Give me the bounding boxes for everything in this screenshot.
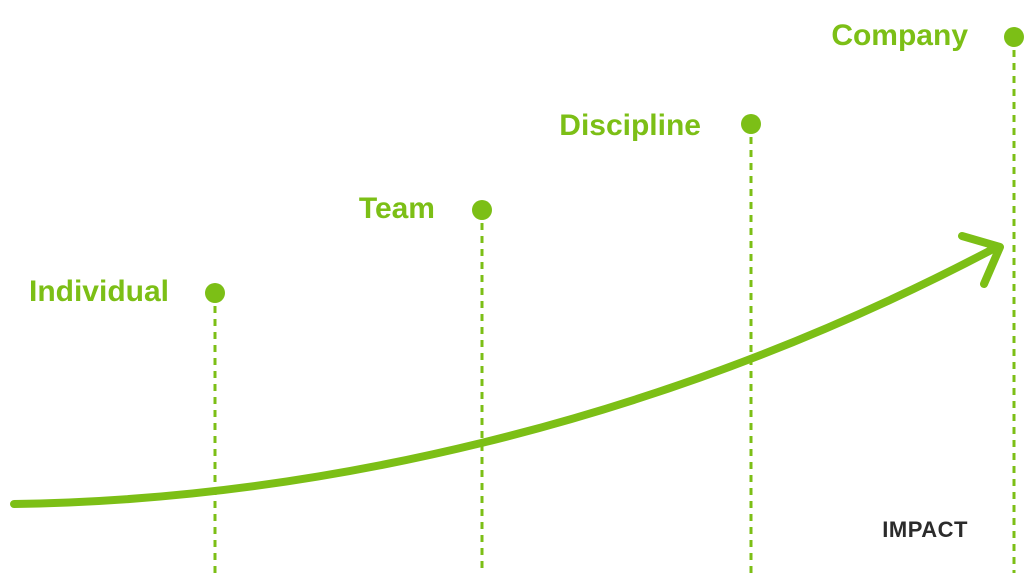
- marker-discipline: [741, 114, 761, 134]
- growth-arrow-curve: [10, 244, 999, 508]
- stage-label-company: Company: [831, 19, 968, 52]
- stage-label-team: Team: [358, 192, 435, 225]
- stage-label-individual: Individual: [28, 275, 169, 308]
- marker-individual: [205, 283, 225, 303]
- impact-axis-label: IMPACT: [882, 517, 968, 542]
- marker-team: [472, 200, 492, 220]
- stage-markers: [205, 27, 1024, 303]
- stage-label-discipline: Discipline: [559, 109, 701, 142]
- marker-company: [1004, 27, 1024, 47]
- arrow-head-icon: [958, 232, 1004, 288]
- stage-guides: [213, 37, 1016, 573]
